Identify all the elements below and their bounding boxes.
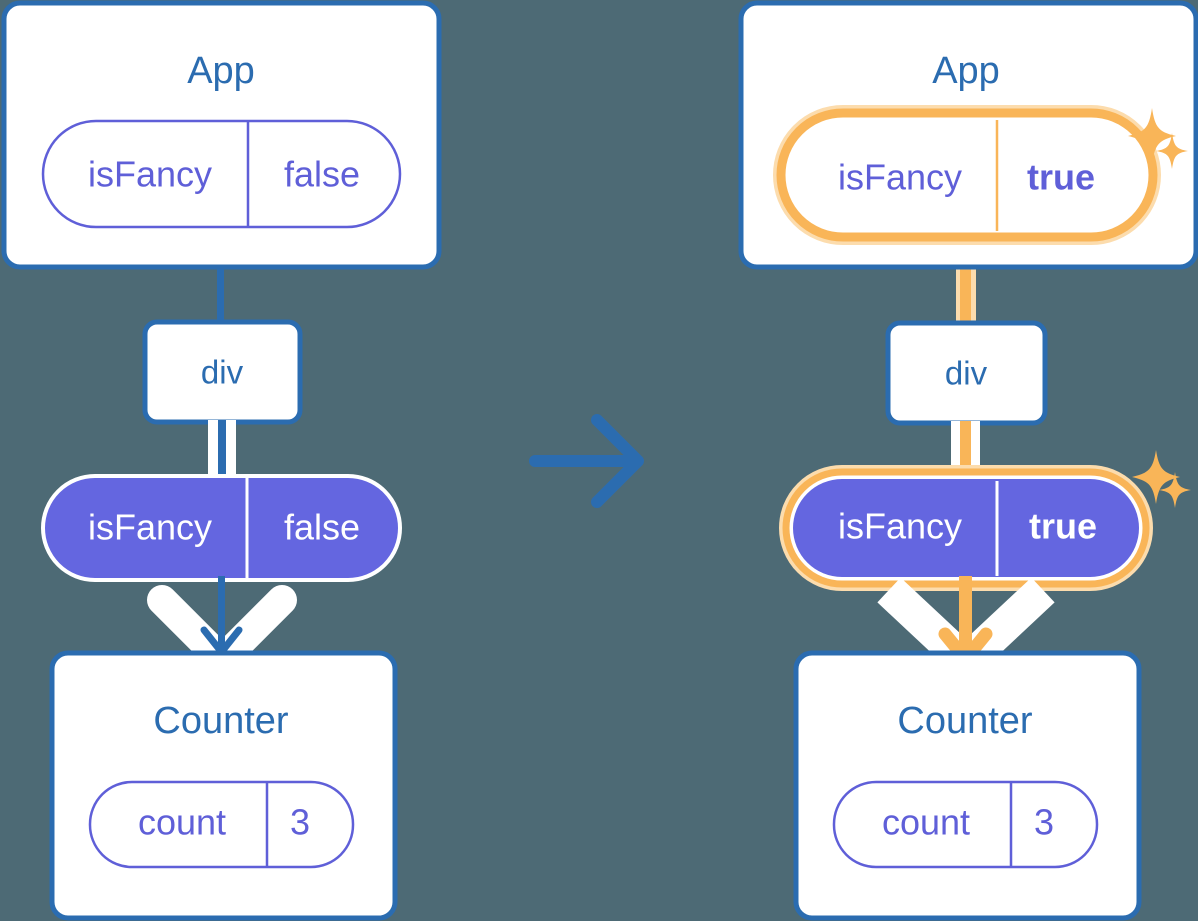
prop-pill-key-after: isFancy (838, 506, 962, 547)
app-state-pill-key-before: isFancy (88, 154, 212, 195)
prop-pill-key-before: isFancy (88, 507, 212, 548)
counter-state-pill-key-before: count (138, 802, 226, 843)
app-state-pill-value-after: true (1027, 157, 1095, 198)
connector-div-to-prop-after (960, 421, 971, 483)
counter-card-title-before: Counter (153, 700, 289, 742)
arrow-shaft-after (959, 576, 972, 658)
div-node-label-after: div (945, 355, 988, 392)
connector-div-to-prop-before (218, 420, 226, 492)
sparkle-icon-app-large-after (1128, 108, 1176, 164)
div-node-label-before: div (201, 354, 244, 391)
sparkle-icon-app-small-after (1156, 133, 1188, 169)
counter-state-pill-after (832, 780, 1099, 869)
prop-pill-after (793, 479, 1139, 577)
transition-arrow-icon (529, 414, 644, 508)
counter-card-title-after: Counter (897, 700, 1033, 742)
counter-state-pill-key-after: count (882, 802, 970, 843)
sparkle-icon-prop-large-after (1132, 450, 1180, 504)
prop-pill-value-before: false (284, 507, 360, 548)
counter-state-pill-before (88, 780, 355, 869)
app-state-pill-key-after: isFancy (838, 157, 962, 198)
app-state-pill-before (41, 119, 402, 229)
arrow-shaft-before (218, 576, 225, 651)
sparkle-icon-prop-small-after (1159, 472, 1191, 508)
app-card-title-after: App (932, 50, 1000, 92)
connector-app-to-div-before (217, 225, 224, 335)
prop-pill-value-after: true (1029, 506, 1097, 547)
app-state-pill-ring-after (776, 108, 1158, 242)
app-state-pill-value-before: false (284, 154, 360, 195)
flow-app-to-div-after (960, 225, 971, 337)
counter-state-pill-value-before: 3 (290, 802, 310, 843)
counter-state-pill-value-after: 3 (1034, 802, 1054, 843)
app-card-title-before: App (187, 50, 255, 92)
